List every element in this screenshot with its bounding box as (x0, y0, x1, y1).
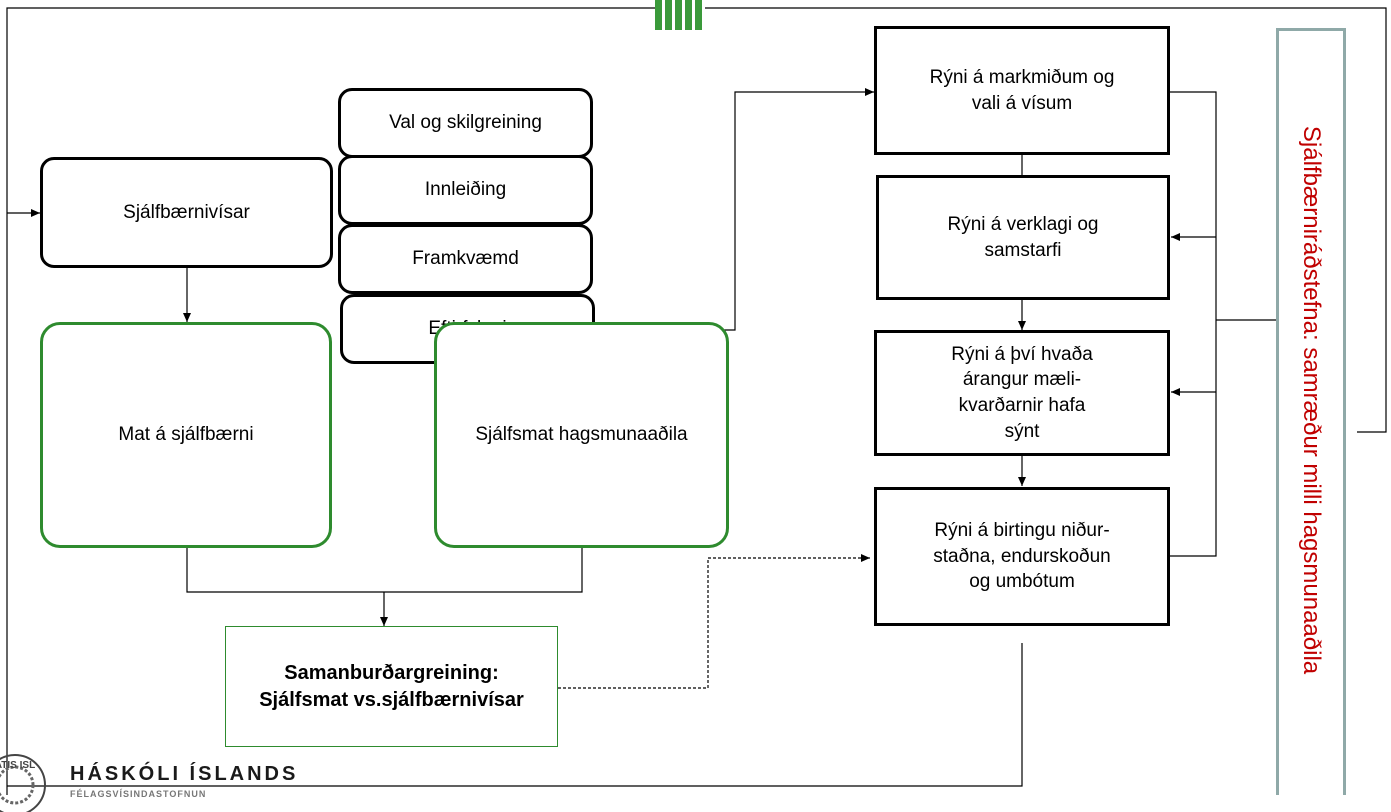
comparison-label-1: Samanburðargreining: (284, 661, 499, 684)
review-process-box: Rýni á verklagi og samstarfi (876, 175, 1170, 300)
dotted-arrow-comparison-to-publication (558, 554, 870, 689)
frame-line-top-right (705, 7, 1387, 433)
review-publication-box: Rýni á birtingu niður-staðna, endurskoðu… (874, 487, 1170, 626)
execution-box: Framkvæmd (338, 224, 593, 294)
review-results-box: Rýni á því hvaða árangur mæli-kvarðarnir… (874, 330, 1170, 456)
self-assessment-box: Sjálfsmat hagsmunaaðila (434, 322, 729, 548)
implementation-label: Innleiðing (424, 179, 507, 201)
self-assessment-label: Sjálfsmat hagsmunaaðila (475, 424, 688, 446)
bottom-loop-line (7, 643, 1023, 787)
selection-box: Val og skilgreining (338, 88, 593, 158)
seal-text: ATIS ISL (0, 760, 35, 771)
assessment-label: Mat á sjálfbærni (118, 424, 254, 446)
review-goals-label: Rýni á markmiðum og vali á vísum (929, 66, 1115, 114)
assessment-box: Mat á sjálfbærni (40, 322, 332, 548)
university-seal-icon: ATIS ISL (0, 754, 46, 812)
frame-line-top (6, 7, 655, 795)
review-results-label: Rýni á því hvaða árangur mæli-kvarðarnir… (951, 343, 1093, 442)
execution-label: Framkvæmd (412, 248, 519, 270)
review-publication-label: Rýni á birtingu niður-staðna, endurskoðu… (933, 520, 1111, 593)
implementation-box: Innleiðing (338, 155, 593, 225)
indicators-label: Sjálfbærnivísar (123, 201, 250, 223)
review-process-label: Rýni á verklagi og samstarfi (947, 213, 1099, 261)
selection-label: Val og skilgreining (389, 112, 542, 134)
feedback-bracket (1169, 91, 1217, 557)
merge-line (186, 548, 583, 593)
side-panel-text: Sjálfbærniráðstefna: samræður milli hags… (1298, 125, 1325, 675)
arrow-followup-to-review-goals (595, 88, 874, 331)
review-goals-box: Rýni á markmiðum og vali á vísum (874, 26, 1170, 155)
comparison-box: Samanburðargreining: Sjálfsmat vs.sjálfb… (225, 626, 558, 747)
side-panel (1276, 28, 1346, 795)
connector-lines (6, 7, 1387, 795)
indicators-box: Sjálfbærnivísar (40, 157, 333, 268)
comparison-label-2: Sjálfsmat vs.sjálfbærnivísar (259, 688, 524, 711)
footer-subtitle: FÉLAGSVÍSINDASTOFNUN (70, 789, 207, 799)
footer-brand: HÁSKÓLI ÍSLANDS (70, 763, 299, 785)
